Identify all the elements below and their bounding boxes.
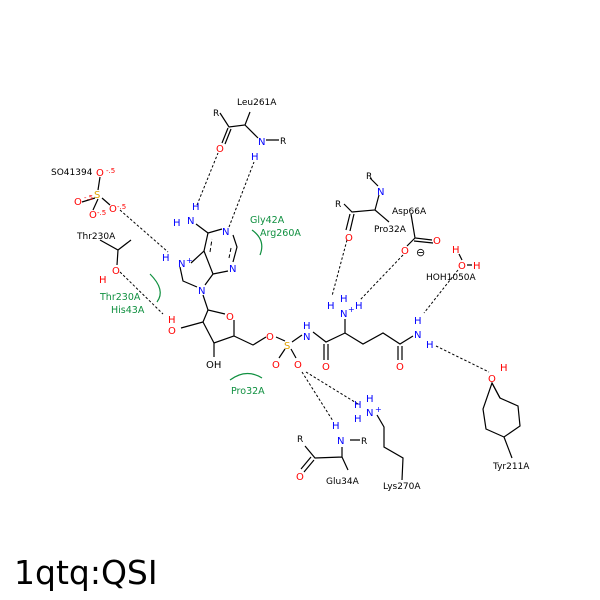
r-group: R [361,437,367,447]
contact-thr230: Thr230A [99,292,141,303]
atom-n: N [303,332,310,343]
atom-h: H [414,316,422,327]
hydroxyl: OH [206,360,221,371]
contact-arg260: Arg260A [260,228,301,239]
atom-s: S [94,190,100,201]
charge-label: + [375,405,382,414]
charge-label: -.5 [117,203,126,211]
contact-pro32: Pro32A [231,386,265,397]
atom-o: O [322,362,330,373]
ligand-bonds [81,111,521,481]
atom-h: H [168,315,176,326]
atom-o: O [74,197,82,208]
residue-hoh1050: HOH1050A [426,273,477,283]
atom-n: N [222,227,229,238]
atom-o: O [112,266,120,277]
atom-o: O [433,236,441,247]
charge-label: -.5 [97,209,106,217]
r-group: R [280,137,286,147]
r-group: R [366,172,372,182]
hydrogen-bonds [119,152,490,422]
atom-h: H [340,294,348,305]
charge-label: ⊖ [416,246,425,259]
contact-his43: His43A [111,305,145,316]
atom-o: O [458,261,466,272]
atom-h: H [99,275,107,286]
atom-o: O [96,168,104,179]
atom-n: N [340,309,347,320]
charge-label: -.5 [106,167,115,175]
contact-gly42: Gly42A [250,215,285,226]
residue-pro32: Pro32A [374,225,407,235]
residue-leu261: Leu261A [237,98,277,108]
atom-h: H [303,321,311,332]
atom-n: N [198,286,205,297]
atom-h: H [354,414,362,425]
atom-h: H [366,394,374,405]
atom-n: N [178,259,185,270]
atom-h: H [452,245,460,256]
atom-h: H [500,363,508,374]
r-group: R [335,200,341,210]
atom-o: O [401,246,409,257]
atom-n: N [337,436,344,447]
atom-h: H [473,261,481,272]
atom-o: O [272,360,280,371]
diagram-title: 1qtq:QSI [14,553,158,592]
atom-n: N [414,330,421,341]
charge-label: -.5 [84,194,93,202]
charge-label: + [186,256,193,265]
residue-labels: Leu261A SO41394 Thr230A Gly42A Arg260A T… [51,98,530,492]
atom-o: O [226,312,234,323]
r-group: R [297,435,303,445]
atom-h: H [327,301,335,312]
residue-tyr211: Tyr211A [492,462,530,472]
r-group: R [213,109,219,119]
atom-h: H [426,340,434,351]
atom-h: H [332,421,340,432]
atom-labels: R O N H R S O O O O -.5 -.5 -.5 -.5 O H … [74,109,508,483]
residue-glu34: Glu34A [326,477,360,487]
residue-thr230: Thr230A [76,232,116,242]
residue-asp66: Asp66A [392,207,427,217]
atom-o: O [216,144,224,155]
residue-lys270: Lys270A [383,482,421,492]
atom-n: N [258,137,265,148]
atom-s: S [284,341,290,352]
hydrophobic-contacts [149,229,263,381]
charge-label: + [348,305,355,314]
atom-h: H [173,218,181,229]
atom-h: H [355,301,363,312]
atom-n: N [187,216,194,227]
atom-n: N [377,187,384,198]
atom-n: N [229,264,236,275]
atom-o: O [266,332,274,343]
atom-h: H [162,253,170,264]
atom-n: N [366,408,373,419]
atom-o: O [488,374,496,385]
atom-o: O [89,210,97,221]
atom-h: H [192,202,200,213]
atom-o: O [345,233,353,244]
residue-so4: SO41394 [51,168,93,178]
atom-h: H [354,400,362,411]
atom-o: O [109,204,117,215]
atom-o: O [296,472,304,483]
atom-o: O [168,326,176,337]
atom-h: H [251,152,259,163]
atom-o: O [396,362,404,373]
atom-o: O [294,360,302,371]
